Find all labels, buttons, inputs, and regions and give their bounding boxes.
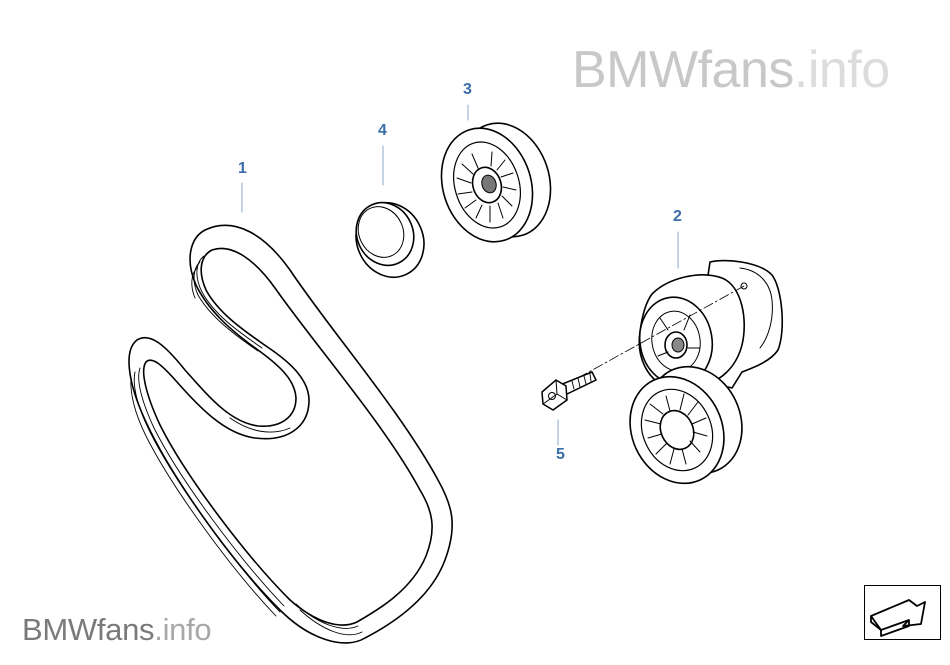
callout-4[interactable]: 4 (378, 122, 387, 139)
belt-tensioner-drawing (577, 259, 784, 485)
pulley-cap-drawing (355, 201, 425, 278)
ribbed-belt-drawing (128, 224, 453, 644)
watermark-ext: .info (793, 41, 890, 99)
callout-1[interactable]: 1 (238, 160, 247, 177)
nav-arrow-button[interactable] (864, 585, 941, 640)
watermark-bottom: BMWfans.info (22, 612, 212, 648)
watermark-main: BMWfans (22, 612, 155, 647)
callout-5[interactable]: 5 (556, 446, 565, 463)
idler-pulley-drawing (440, 122, 552, 243)
callout-2[interactable]: 2 (673, 208, 682, 225)
callout-3[interactable]: 3 (463, 81, 472, 98)
arrow-nav-icon (870, 599, 926, 637)
watermark-top: BMWfans.info (572, 40, 890, 100)
leader-lines (241, 104, 679, 446)
watermark-main: BMWfans (572, 41, 794, 99)
watermark-ext: .info (154, 612, 212, 647)
hex-bolt-drawing (541, 371, 597, 411)
